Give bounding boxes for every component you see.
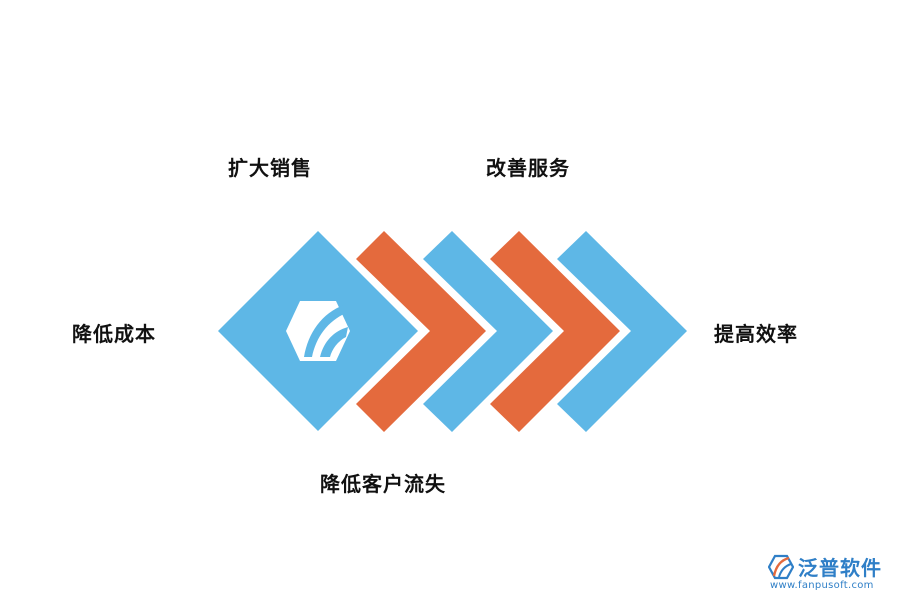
fanpu-logo-icon: [768, 554, 794, 580]
brand-watermark: 泛普软件 www.fanpusoft.com: [768, 552, 892, 596]
label-reduce-churn: 降低客户流失: [320, 472, 446, 496]
brand-url: www.fanpusoft.com: [770, 580, 874, 591]
chevron-shape-4: [557, 231, 687, 432]
hexagon-logo-icon: [286, 301, 350, 361]
brand-name: 泛普软件: [798, 556, 882, 580]
label-improve-service: 改善服务: [486, 156, 570, 180]
chevron-shape-2: [423, 231, 553, 432]
label-improve-efficiency: 提高效率: [714, 322, 798, 346]
chevron-shape-1: [356, 231, 486, 432]
label-reduce-cost: 降低成本: [72, 322, 156, 346]
chevron-shape-3: [490, 231, 620, 432]
label-expand-sales: 扩大销售: [228, 156, 312, 180]
